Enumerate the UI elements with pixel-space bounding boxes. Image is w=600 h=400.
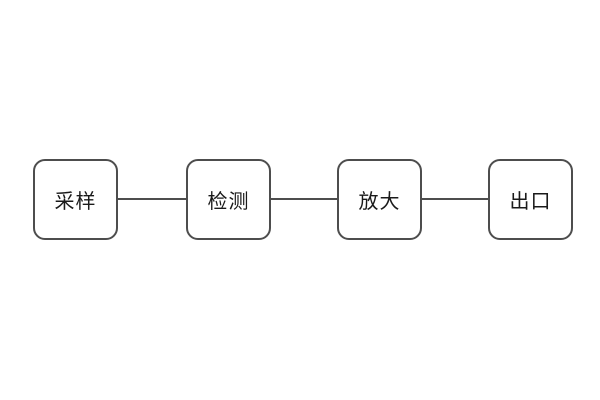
node-outlet: 出口 [488, 159, 573, 240]
connector-amplification-outlet [422, 198, 488, 200]
node-sampling: 采样 [33, 159, 118, 240]
node-detection: 检测 [186, 159, 271, 240]
node-sampling-label: 采样 [54, 191, 97, 213]
node-outlet-label: 出口 [509, 191, 552, 213]
connector-detection-amplification [271, 198, 337, 200]
node-detection-label: 检测 [207, 191, 250, 213]
connector-sampling-detection [118, 198, 186, 200]
node-amplification-label: 放大 [358, 191, 401, 213]
node-amplification: 放大 [337, 159, 422, 240]
